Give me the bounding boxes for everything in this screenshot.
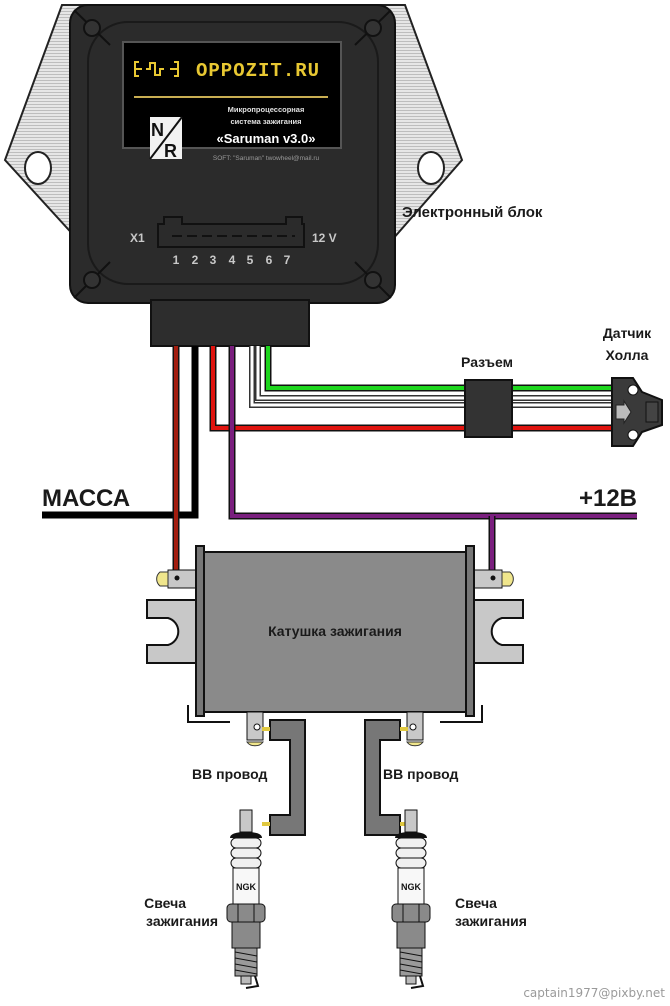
ecu-model: «Saruman v3.0» bbox=[216, 131, 315, 146]
pin-3: 3 bbox=[210, 253, 217, 267]
spark-plug-brand: NGK bbox=[236, 882, 257, 892]
ecu-credit: SOFT: "Saruman" twowheel@mail.ru bbox=[213, 155, 320, 162]
screw-hole-br bbox=[364, 271, 382, 289]
spark-plug-left: NGK bbox=[226, 809, 266, 989]
hall-sensor-label-1: Датчик bbox=[603, 325, 652, 341]
pin-6: 6 bbox=[266, 253, 273, 267]
ecu-connector-x1: X1 12 V 1 2 3 4 5 6 7 bbox=[130, 216, 337, 267]
spark-plug-label-left-2: зажигания bbox=[146, 913, 218, 929]
coil-bracket-left bbox=[146, 599, 197, 664]
pin-1: 1 bbox=[173, 253, 180, 267]
nr-logo-icon: N R bbox=[149, 116, 183, 161]
ecu-label: Электронный блок bbox=[402, 204, 543, 221]
pin-7: 7 bbox=[284, 253, 291, 267]
svg-text:N: N bbox=[151, 120, 164, 140]
spark-plug-label-right-1: Свеча bbox=[455, 895, 497, 911]
wire-ground bbox=[42, 346, 199, 519]
connector-name: X1 bbox=[130, 231, 145, 245]
ecu-subtitle-1: Микропроцессорная bbox=[228, 105, 305, 114]
ecu-label-plate: OPPOZIT.RU N R Микропроцессорная система… bbox=[122, 41, 342, 162]
svg-text:R: R bbox=[164, 141, 177, 161]
connector-label: Разъем bbox=[461, 354, 513, 370]
ignition-coil bbox=[146, 545, 524, 723]
watermark: captain1977@pixby.net bbox=[523, 986, 665, 1000]
mount-hole-left bbox=[24, 151, 52, 185]
hv-wire-label-right: ВВ провод bbox=[383, 766, 458, 782]
pin-5: 5 bbox=[247, 253, 254, 267]
connector-voltage: 12 V bbox=[312, 231, 337, 245]
hall-sensor bbox=[611, 377, 663, 447]
pin-4: 4 bbox=[229, 253, 236, 267]
wire-power-12v bbox=[228, 346, 637, 578]
spark-plug-brand: NGK bbox=[401, 882, 422, 892]
hv-wire-label-left: ВВ провод bbox=[192, 766, 267, 782]
screw-hole-tr bbox=[364, 19, 382, 37]
harness-connector bbox=[464, 379, 513, 438]
pin-2: 2 bbox=[192, 253, 199, 267]
hv-output-right bbox=[406, 711, 424, 747]
oppozit-logo-icon bbox=[134, 61, 179, 77]
screw-hole-bl bbox=[83, 271, 101, 289]
wire-signal-green bbox=[264, 346, 612, 392]
hv-wire-left bbox=[262, 719, 306, 836]
coil-label: Катушка зажигания bbox=[268, 623, 402, 639]
hv-output-left bbox=[246, 711, 264, 747]
screw-hole-tl bbox=[83, 19, 101, 37]
spark-plug-right: NGK bbox=[391, 809, 431, 989]
hv-wire-right bbox=[364, 719, 408, 836]
spark-plug-label-left-1: Свеча bbox=[144, 895, 186, 911]
power-label: +12В bbox=[579, 485, 637, 512]
ground-label: МАССА bbox=[42, 485, 130, 512]
ecu-subtitle-2: система зажигания bbox=[231, 117, 302, 126]
terminal-screw-left bbox=[156, 571, 169, 587]
spark-plug-label-right-2: зажигания bbox=[455, 913, 527, 929]
coil-bracket-right bbox=[473, 599, 524, 664]
ecu-harness-plug bbox=[150, 299, 310, 347]
ecu-brand: OPPOZIT.RU bbox=[196, 60, 320, 82]
mount-hole-right bbox=[417, 151, 445, 185]
pin-numbers: 1 2 3 4 5 6 7 bbox=[173, 253, 291, 267]
hall-sensor-label-2: Холла bbox=[606, 347, 649, 363]
terminal-screw-right bbox=[501, 571, 514, 587]
